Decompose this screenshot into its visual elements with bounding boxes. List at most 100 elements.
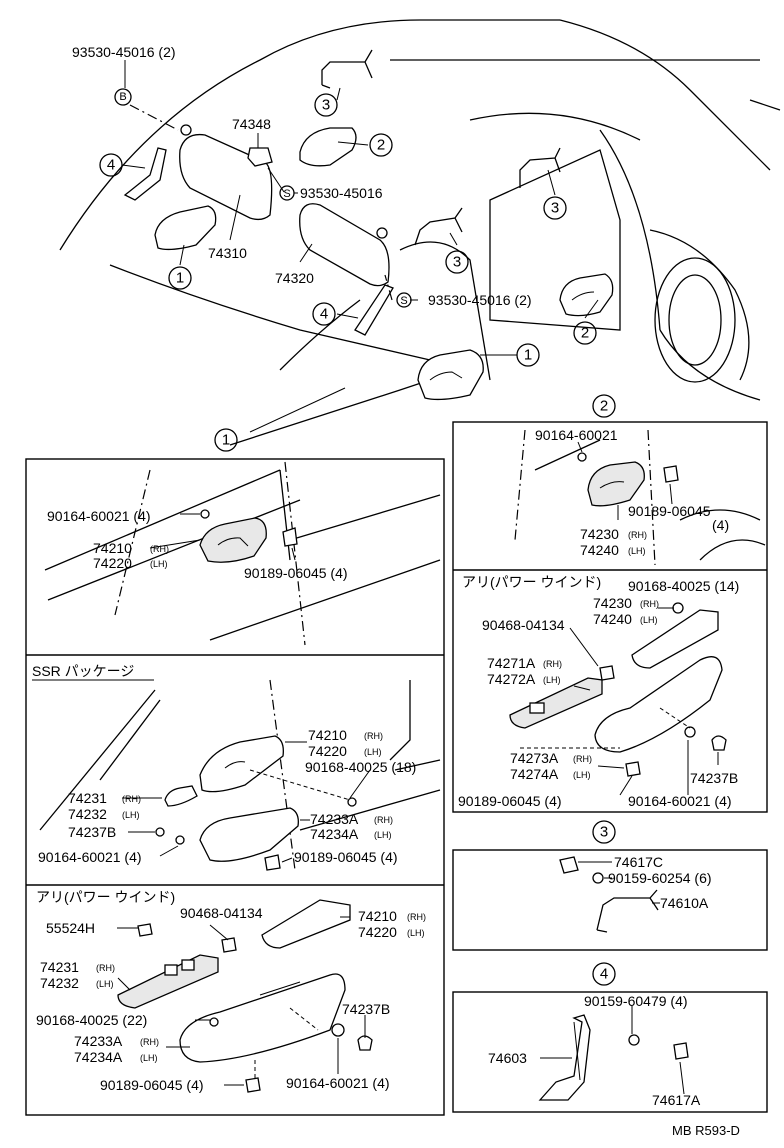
label-74603: 74603: [488, 1050, 527, 1066]
label-74230-box2: 74230: [580, 526, 619, 542]
label-74310: 74310: [208, 245, 247, 261]
label-74617A: 74617A: [652, 1092, 701, 1108]
door-grip-74230: [587, 461, 645, 507]
svg-text:1: 1: [222, 432, 230, 449]
label-74240-pw-right: 74240: [593, 611, 632, 627]
label-74210-box1: 74210: [93, 540, 132, 556]
label-55524H: 55524H: [46, 920, 95, 936]
label-74210-pw-left: 74210: [358, 908, 397, 924]
label-74232-pw-left: 74232: [40, 975, 79, 991]
label-90164-60021-box2: 90164-60021: [535, 427, 618, 443]
bracket-3-right: [519, 147, 561, 188]
svg-text:(RH): (RH): [407, 912, 426, 922]
label-90168-40025-18: 90168-40025 (18): [305, 759, 416, 775]
callout-1-box-header: 1: [214, 428, 238, 452]
armrest-lower-pw: [179, 973, 346, 1063]
box3-section: [559, 856, 660, 933]
bracket-3-mid: [414, 207, 463, 246]
armrest-lower-pw-right: [594, 656, 723, 753]
switch-panel-pw: [117, 954, 219, 1009]
svg-text:(RH): (RH): [96, 963, 115, 973]
label-74234A-pw-left: 74234A: [74, 1049, 123, 1065]
callout-3-box-header: 3: [592, 820, 616, 844]
label-74231-pw-left: 74231: [40, 959, 79, 975]
callout-1-right: 1: [516, 343, 540, 367]
ssr-title: SSR パッケージ: [32, 663, 134, 679]
svg-text:(RH): (RH): [364, 731, 383, 741]
label-74617C: 74617C: [614, 854, 663, 870]
svg-text:1: 1: [176, 270, 184, 287]
svg-text:(LH): (LH): [628, 546, 646, 556]
callout-3-top: 3: [314, 93, 338, 117]
svg-text:S: S: [400, 295, 407, 307]
label-74220-ssr: 74220: [308, 743, 347, 759]
svg-text:4: 4: [600, 966, 608, 983]
box-2-frame: [452, 421, 768, 813]
label-74237B-pw-left: 74237B: [342, 1001, 390, 1017]
callout-2-right: 2: [573, 321, 597, 345]
label-90159-60254-6: 90159-60254 (6): [608, 870, 712, 886]
label-74237B-pw-right: 74237B: [690, 770, 738, 786]
box1-section-standard: [44, 461, 441, 646]
svg-text:2: 2: [600, 398, 608, 415]
door-grip-1-vehicle: [417, 349, 484, 401]
label-90164-60021-4-pw-left: 90164-60021 (4): [286, 1075, 390, 1091]
label-93530-45016-2-tl: 93530-45016 (2): [72, 44, 176, 60]
diagram-code: MB R593-D: [672, 1123, 740, 1138]
box-1-frame: [25, 458, 445, 1116]
label-90164-60021-4-ssr: 90164-60021 (4): [38, 849, 142, 865]
svg-text:(LH): (LH): [150, 559, 168, 569]
bracket-3-top-left: [321, 49, 373, 89]
armrest-upper-ssr: [199, 735, 284, 793]
label-74271A: 74271A: [487, 655, 536, 671]
label-74220-pw-left: 74220: [358, 924, 397, 940]
label-90164-60021-4-pw-right: 90164-60021 (4): [628, 793, 732, 809]
armrest-lower-ssr: [199, 807, 299, 862]
pw-right-title: アリ(パワー ウインド): [462, 574, 601, 590]
svg-text:(RH): (RH): [543, 659, 562, 669]
armrest-upper-pw-right: [631, 609, 719, 669]
label-90159-60479-4: 90159-60479 (4): [584, 993, 688, 1009]
label-74230-pw-right: 74230: [593, 595, 632, 611]
armrest-upper-pw: [261, 899, 351, 949]
label-74233A-pw-left: 74233A: [74, 1033, 123, 1049]
box4-section: [538, 1006, 689, 1101]
svg-text:(LH): (LH): [122, 810, 140, 820]
bracket-74603: [538, 1014, 591, 1101]
svg-text:(LH): (LH): [640, 615, 658, 625]
mark-s-2: S: [396, 292, 412, 308]
svg-text:2: 2: [377, 137, 385, 154]
label-74232-ssr: 74232: [68, 806, 107, 822]
svg-text:(LH): (LH): [374, 830, 392, 840]
label-74274A: 74274A: [510, 766, 559, 782]
switch-panel-pw-right: [509, 677, 603, 729]
label-74234A-ssr: 74234A: [310, 826, 359, 842]
label-90189-06045-qty-box2: (4): [712, 517, 729, 533]
label-90189-06045-4-pw-left: 90189-06045 (4): [100, 1077, 204, 1093]
callout-2-box-header: 2: [592, 394, 616, 418]
svg-text:(RH): (RH): [140, 1037, 159, 1047]
box-3-frame: [452, 849, 768, 951]
callout-4-left: 4: [99, 153, 123, 177]
visor-holder-74348: [247, 147, 273, 167]
callout-3-mid: 3: [445, 250, 469, 274]
label-74610A: 74610A: [660, 895, 709, 911]
svg-text:3: 3: [453, 254, 461, 271]
label-90189-06045-4-ssr: 90189-06045 (4): [294, 849, 398, 865]
box-ssr-section: [39, 679, 441, 871]
label-74233A-ssr: 74233A: [310, 811, 359, 827]
label-74231-ssr: 74231: [68, 790, 107, 806]
svg-text:3: 3: [322, 97, 330, 114]
box-4-frame: [452, 991, 768, 1113]
label-90164-60021-4-box1: 90164-60021 (4): [47, 508, 151, 524]
svg-text:(RH): (RH): [150, 544, 169, 554]
svg-text:(LH): (LH): [96, 979, 114, 989]
bracket-4-left: [123, 147, 167, 201]
svg-text:2: 2: [581, 325, 589, 342]
label-74237B-ssr: 74237B: [68, 824, 116, 840]
label-74320: 74320: [275, 270, 314, 286]
callout-1-left: 1: [168, 266, 192, 290]
door-grip-74210: [199, 517, 267, 563]
label-90468-04134-pw-right: 90468-04134: [482, 617, 565, 633]
